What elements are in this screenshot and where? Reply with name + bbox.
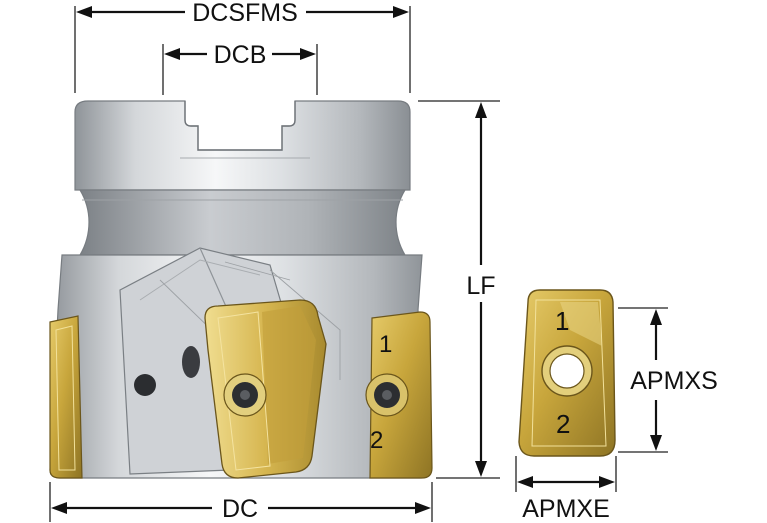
label-apmxe: APMXE	[522, 495, 610, 523]
insert-mark-bottom: 2	[556, 409, 570, 439]
coolant-hole	[134, 374, 156, 396]
dimension-dcb: DCB	[162, 41, 318, 95]
label-dc: DC	[222, 495, 258, 523]
right-insert-mark-bottom: 2	[370, 427, 383, 454]
left-insert	[49, 315, 83, 479]
label-dcb: DCB	[214, 41, 267, 69]
right-insert: 1 2	[365, 311, 433, 479]
dimension-apmxe: APMXE	[515, 456, 617, 523]
label-apmxs: APMXS	[630, 367, 718, 395]
cutter-top-section	[74, 100, 411, 191]
label-lf: LF	[466, 272, 495, 300]
insert-mark-top: 1	[555, 306, 569, 336]
dimension-dc: DC	[49, 482, 433, 523]
dimension-apmxs: APMXS	[618, 307, 718, 453]
dimension-dcsfms: DCSFMS	[74, 0, 411, 93]
center-insert	[204, 299, 327, 479]
right-insert-mark-top: 1	[379, 331, 392, 358]
dimension-lf: LF	[418, 100, 500, 479]
key-slot	[184, 101, 296, 151]
insert-detail: 1 2	[518, 289, 616, 457]
label-dcsfms: DCSFMS	[192, 0, 298, 27]
coolant-hole-2	[182, 346, 200, 378]
